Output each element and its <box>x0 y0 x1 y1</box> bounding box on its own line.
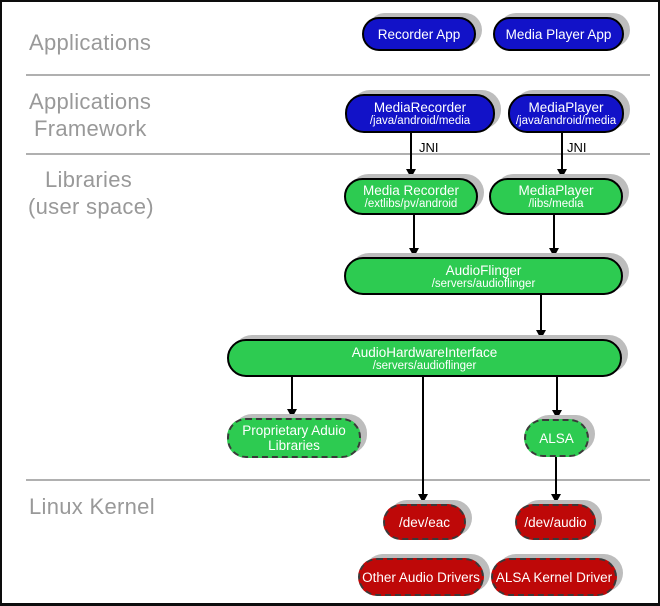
node-title: Media Player App <box>505 26 612 42</box>
node-title: AudioHardwareInterface <box>351 344 498 360</box>
arrow-audioflinger-ahi-line <box>540 295 542 331</box>
arrow-ahi-alsa-line <box>556 377 558 411</box>
jni-label-right: JNI <box>567 140 587 155</box>
section-label-applications: Applications <box>29 30 152 55</box>
section-label-applications-framework-line1: Applications <box>29 89 152 114</box>
node-dev-eac: /dev/eac <box>383 504 466 540</box>
node-audioflinger: AudioFlinger /servers/audioflinger <box>344 257 623 295</box>
arrow-audioflinger-ahi-head <box>536 330 546 339</box>
node-subtitle: /java/android/media <box>515 115 617 127</box>
arrow-mediarecorder-jni-head <box>406 169 416 178</box>
node-subtitle: /extlibs/pv/android <box>364 198 458 210</box>
node-media-player-app: Media Player App <box>493 17 624 51</box>
arrow-playerlib-audioflinger-head <box>549 248 559 257</box>
divider-framework-libraries <box>26 153 650 155</box>
node-audiohardwareinterface: AudioHardwareInterface /servers/audiofli… <box>227 339 622 377</box>
node-alsa-kernel-driver: ALSA Kernel Driver <box>491 558 617 596</box>
arrow-recorderlib-audioflinger-line <box>413 215 415 249</box>
node-title: Proprietary Aduio <box>242 423 346 438</box>
jni-label-left: JNI <box>419 140 439 155</box>
section-label-libraries-line1: Libraries <box>45 167 133 192</box>
arrow-alsa-devaudio-line <box>555 457 557 495</box>
arrow-mediaplayer-jni-line <box>561 133 563 170</box>
node-title: MediaRecorder <box>373 100 467 115</box>
node-mediaplayer-lib: MediaPlayer /libs/media <box>489 178 623 215</box>
arrow-ahi-deveac-head <box>418 494 428 503</box>
section-label-libraries-line2: (user space) <box>28 194 154 219</box>
node-subtitle: /java/android/media <box>369 115 471 127</box>
arrow-ahi-proprietary-head <box>287 409 297 418</box>
node-title: MediaPlayer <box>518 183 594 198</box>
node-other-audio-drivers: Other Audio Drivers <box>358 558 484 596</box>
arrow-playerlib-audioflinger-line <box>553 215 555 249</box>
node-title-line2: Libraries <box>268 438 320 453</box>
node-title: Media Recorder <box>362 183 460 198</box>
arrow-recorderlib-audioflinger-head <box>409 248 419 257</box>
arrow-alsa-devaudio-head <box>551 494 561 503</box>
node-subtitle: /servers/audioflinger <box>372 359 477 372</box>
node-mediarecorder-framework: MediaRecorder /java/android/media <box>345 94 495 133</box>
arrow-mediaplayer-jni-head <box>557 169 567 178</box>
divider-applications-framework <box>26 74 650 76</box>
node-title: Recorder App <box>377 26 461 42</box>
node-alsa: ALSA <box>524 419 589 457</box>
node-title: /dev/audio <box>524 514 587 530</box>
divider-libraries-kernel <box>26 479 650 481</box>
node-title: ALSA <box>539 430 574 446</box>
arrow-ahi-alsa-head <box>552 410 562 419</box>
node-media-recorder-lib: Media Recorder /extlibs/pv/android <box>344 178 478 215</box>
node-proprietary-audio-libraries: Proprietary Aduio Libraries <box>227 418 361 458</box>
node-title: AudioFlinger <box>445 262 522 278</box>
node-title: MediaPlayer <box>528 100 604 115</box>
node-dev-audio: /dev/audio <box>515 504 596 540</box>
node-mediaplayer-framework: MediaPlayer /java/android/media <box>508 94 624 133</box>
node-subtitle: /libs/media <box>528 198 584 210</box>
node-title: /dev/eac <box>398 514 451 530</box>
section-label-applications-framework-line2: Framework <box>34 116 147 141</box>
node-title: Other Audio Drivers <box>362 569 480 585</box>
arrow-ahi-proprietary-line <box>291 377 293 410</box>
node-recorder-app: Recorder App <box>362 17 476 51</box>
arrow-mediarecorder-jni-line <box>410 133 412 170</box>
node-title: ALSA Kernel Driver <box>495 569 613 585</box>
node-subtitle: /servers/audioflinger <box>431 277 536 290</box>
section-label-linux-kernel: Linux Kernel <box>29 494 155 519</box>
arrow-ahi-deveac-line <box>422 377 424 495</box>
